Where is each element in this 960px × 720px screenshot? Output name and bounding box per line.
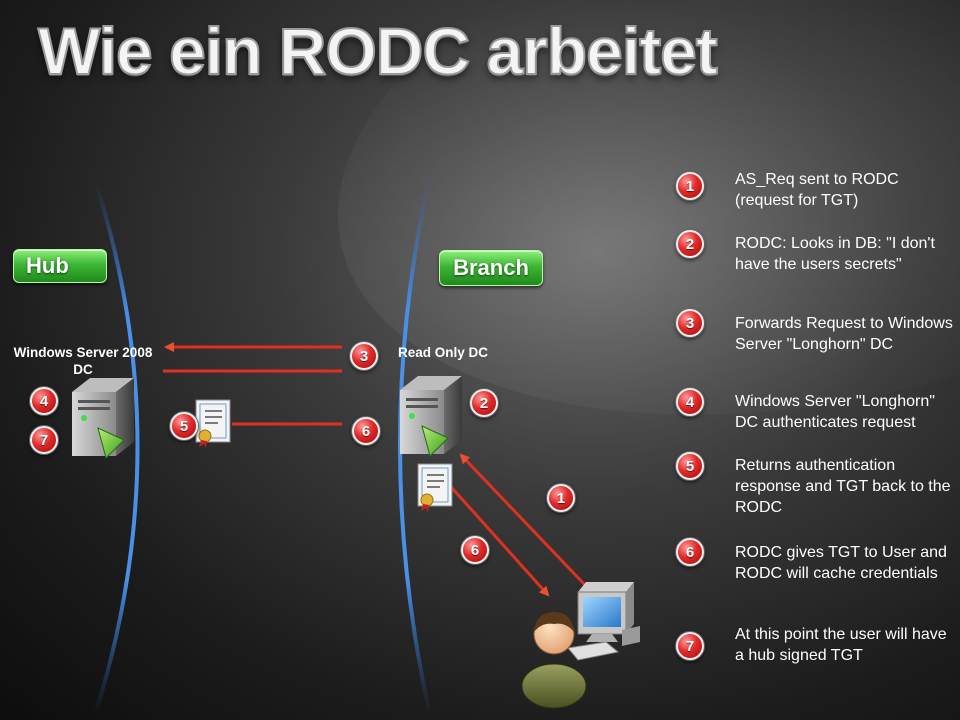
legend-step-badge: 5 xyxy=(676,452,704,480)
diagram-step-badge: 4 xyxy=(30,387,58,415)
diagram-step-badge: 2 xyxy=(470,389,498,417)
arrow-rodc-to-user xyxy=(441,476,550,597)
hub-zone-label: Hub xyxy=(13,249,107,283)
certificate-icon xyxy=(195,399,231,448)
diagram-step-badge: 1 xyxy=(547,484,575,512)
legend-step-badge: 3 xyxy=(676,309,704,337)
legend-step-badge: 7 xyxy=(676,632,704,660)
legend-step-text: Returns authentication response and TGT … xyxy=(735,457,951,516)
arrow-user-to-rodc xyxy=(459,453,587,587)
legend-step-text: RODC gives TGT to User and RODC will cac… xyxy=(735,544,947,582)
diagram-step-badge: 6 xyxy=(352,417,380,445)
diagram-step-badge: 6 xyxy=(461,536,489,564)
diagram-step-badge: 3 xyxy=(350,342,378,370)
branch-zone-label: Branch xyxy=(439,250,543,286)
legend-step-badge: 1 xyxy=(676,172,704,200)
legend-step-text: Windows Server "Longhorn" DC authenticat… xyxy=(735,393,935,431)
computer-icon xyxy=(567,582,640,661)
user-icon xyxy=(521,612,587,709)
legend-step-text: AS_Req sent to RODC (request for TGT) xyxy=(735,171,899,209)
legend-step-text: Forwards Request to Windows Server "Long… xyxy=(735,315,953,353)
diagram-step-badge: 7 xyxy=(30,426,58,454)
server-icon xyxy=(72,378,134,459)
rodc-label: Read Only DC xyxy=(398,345,489,360)
legend-step-badge: 4 xyxy=(676,388,704,416)
legend-step-badge: 6 xyxy=(676,538,704,566)
hub-boundary-arc xyxy=(93,179,140,716)
hub-dc-label: Windows Server 2008 DC xyxy=(13,345,153,377)
page-title: Wie ein RODC arbeitet xyxy=(37,14,719,88)
server-icon xyxy=(400,376,462,457)
certificate-icon xyxy=(417,463,453,512)
legend-step-text: RODC: Looks in DB: "I don't have the use… xyxy=(735,235,935,273)
legend-step-text: At this point the user will have a hub s… xyxy=(735,626,947,664)
legend-step-badge: 2 xyxy=(676,230,704,258)
diagram-step-badge: 5 xyxy=(170,412,198,440)
